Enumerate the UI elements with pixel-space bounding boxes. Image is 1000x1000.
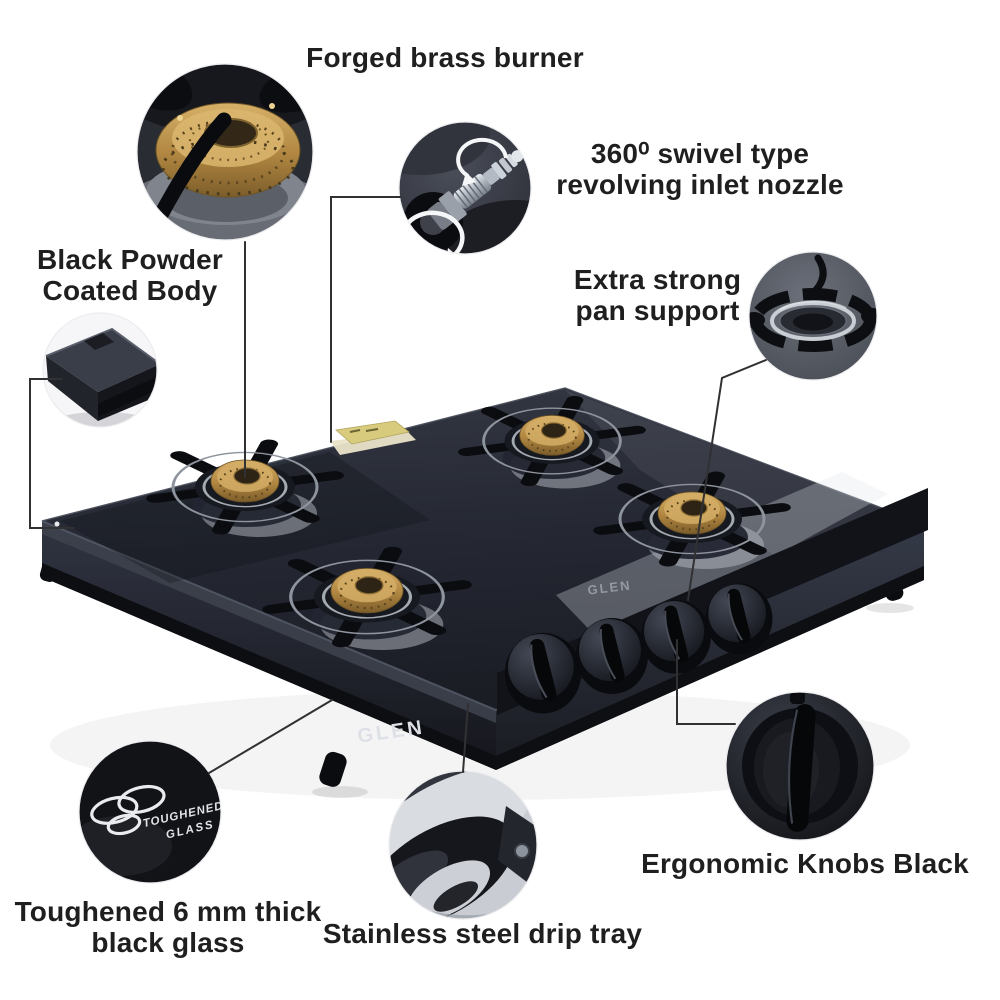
body-left-bevel [42, 521, 496, 723]
toughened-glass-logo-icon [90, 784, 166, 836]
label-ergonomic-knobs-black: Ergonomic Knobs Black [641, 848, 969, 879]
inset-swivel-nozzle [399, 122, 531, 254]
label-stainless-steel-drip-tray: Stainless steel drip tray [322, 918, 643, 949]
control-knob-1 [503, 631, 583, 715]
control-knob-4 [704, 582, 774, 656]
inset-rims [42, 63, 878, 920]
body-right-base [496, 566, 924, 770]
inset-ergonomic-knob [726, 692, 874, 840]
body-left-base [42, 563, 496, 770]
label-extra-strong-pan-support: Extra strong pan support [573, 264, 742, 327]
foot-shadow [866, 603, 914, 613]
glass-glint [54, 521, 60, 527]
stove-photo: GLEN GLEN [39, 387, 928, 800]
leader-pan-support [687, 359, 767, 601]
leader-ergonomic-knob [676, 639, 736, 725]
leader-toughened-glass [208, 699, 333, 774]
label-swivel-inlet-nozzle: 360⁰ swivel type revolving inlet nozzle [556, 138, 844, 201]
glass-sheen [565, 390, 900, 565]
foot-shadow [312, 786, 368, 798]
inset-powder-coated-body [43, 313, 157, 427]
leader-swivel-nozzle [330, 196, 402, 443]
control-knob-2 [575, 617, 649, 695]
glass-brand-text: GLEN [587, 577, 633, 597]
leader-powder-coated-body [29, 378, 75, 529]
leader-lines [29, 196, 767, 774]
label-forged-brass-burner: Forged brass burner [306, 42, 584, 73]
inset-pan-support [749, 252, 877, 380]
label-black-powder-coated-body: Black Powder Coated Body [36, 244, 224, 307]
leader-drip-tray [462, 703, 469, 773]
label-toughened-glass: Toughened 6 mm thick black glass [14, 896, 322, 959]
warranty-sticker [330, 420, 416, 455]
